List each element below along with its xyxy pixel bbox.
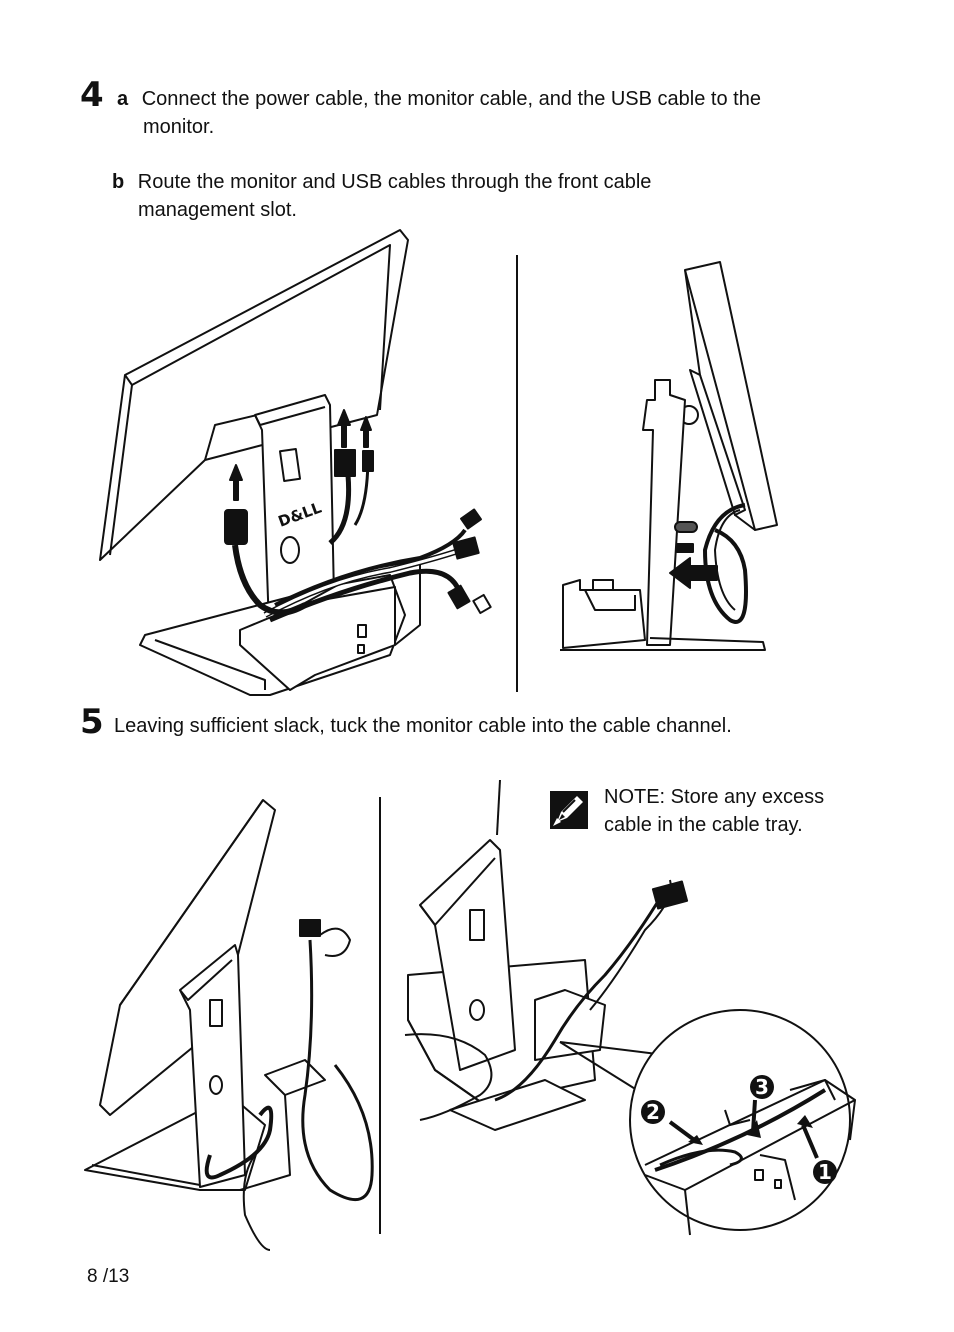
callout-1: 1 bbox=[813, 1160, 837, 1184]
step-4-number: 4 bbox=[80, 75, 104, 115]
step-4b-text-line2: management slot. bbox=[138, 199, 297, 221]
callout-2: 2 bbox=[641, 1100, 665, 1124]
step-5-illustration-left bbox=[80, 795, 380, 1250]
zoom-detail-circle: 2 3 1 bbox=[630, 1010, 855, 1235]
note-text-line1: NOTE: Store any excess bbox=[604, 786, 825, 808]
svg-text:1: 1 bbox=[818, 1160, 832, 1184]
page-number: 8 /13 bbox=[87, 1266, 130, 1287]
step-4b-text-line1: Route the monitor and USB cables through… bbox=[137, 171, 652, 193]
note-icon bbox=[549, 790, 589, 830]
callout-3: 3 bbox=[750, 1075, 774, 1099]
divider-step4 bbox=[516, 255, 518, 692]
step-4-illustration-side bbox=[555, 260, 785, 655]
step-5-number: 5 bbox=[80, 702, 104, 742]
step-4a: a Connect the power cable, the monitor c… bbox=[117, 85, 897, 113]
svg-text:2: 2 bbox=[646, 1100, 660, 1124]
step-4a-letter: a bbox=[117, 88, 129, 110]
step-5-text: Leaving sufficient slack, tuck the monit… bbox=[114, 715, 732, 737]
step-4b: b Route the monitor and USB cables throu… bbox=[112, 168, 892, 196]
divider-step5 bbox=[379, 797, 381, 1234]
step-5-illustration-right: 2 3 1 bbox=[405, 780, 865, 1250]
svg-text:3: 3 bbox=[755, 1075, 769, 1099]
step-4-illustration-rear: D&LL bbox=[90, 225, 520, 695]
step-4b-letter: b bbox=[112, 171, 125, 193]
step-4a-text-line2: monitor. bbox=[143, 116, 215, 138]
note-text-line2: cable in the cable tray. bbox=[604, 814, 803, 836]
step-4a-text-line1: Connect the power cable, the monitor cab… bbox=[141, 88, 761, 110]
